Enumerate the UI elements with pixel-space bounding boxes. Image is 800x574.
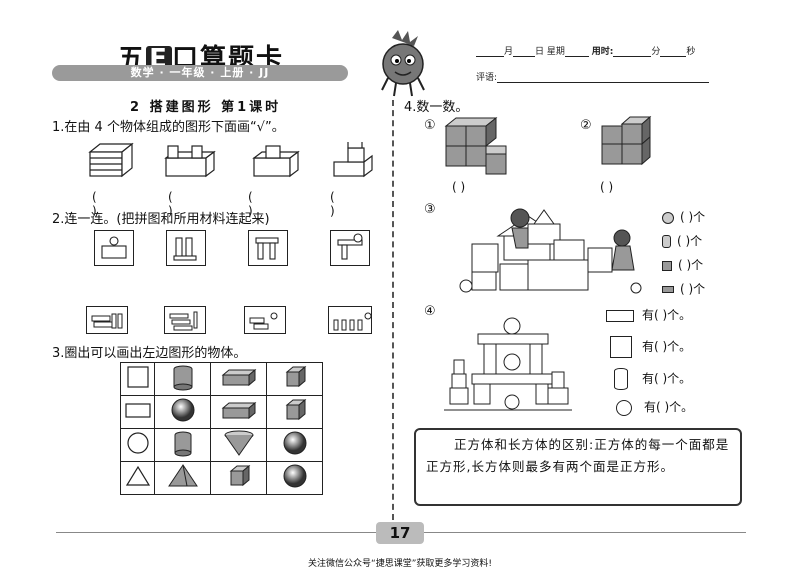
cylinder-icon[interactable] — [154, 362, 211, 396]
question-3: 3.圈出可以画出左边图形的物体。 — [52, 346, 247, 361]
cuboid-icon[interactable] — [210, 362, 267, 396]
cube-icon[interactable] — [266, 395, 323, 429]
question-4: 4.数一数。 — [404, 100, 469, 115]
page-number: 17 — [376, 522, 424, 544]
cube-icon[interactable] — [266, 362, 323, 396]
q3-row-square — [120, 362, 323, 396]
q1-answer-2[interactable]: ( ) — [168, 190, 173, 218]
q4-cube-stack-2 — [601, 115, 652, 166]
q2-puzzle-4[interactable] — [330, 230, 370, 266]
q4-count-3-cube: ( )个 — [662, 256, 703, 273]
q4-count-4-cuboid: 有( )个。 — [606, 306, 691, 323]
q2-material-shapes — [91, 311, 372, 331]
cone-icon[interactable] — [210, 428, 267, 462]
cylinder-icon — [662, 235, 671, 248]
q4-cube-stack-1 — [444, 116, 507, 175]
sphere-icon — [616, 399, 632, 416]
square-icon — [126, 366, 149, 388]
q4-count-4-cube: 有( )个。 — [610, 336, 691, 358]
q2-puzzle-3[interactable] — [248, 230, 288, 266]
comment-line: 评语: — [476, 70, 710, 83]
question-1: 1.在由 4 个物体组成的图形下面画“√”。 — [52, 120, 285, 135]
column-divider — [392, 100, 394, 520]
pyramid-icon[interactable] — [154, 461, 211, 495]
q4-count-3-cylinder: ( )个 — [662, 232, 702, 249]
q4-label-1: ① — [424, 118, 436, 133]
q3-row-circle — [120, 428, 323, 462]
tip-note-text: 正方体和长方体的区别:正方体的每一个面都是正方形,长方体则最多有两个面是正方形。 — [426, 437, 730, 474]
cuboid-icon — [606, 309, 634, 322]
cube-icon — [610, 336, 632, 358]
q4-count-3-cuboid: ( )个 — [662, 280, 705, 297]
q4-label-2: ② — [580, 118, 592, 133]
q4-answer-1[interactable]: ( ) — [452, 180, 466, 194]
q4-count-3-sphere: ( )个 — [662, 208, 705, 225]
triangle-icon — [125, 465, 150, 486]
cuboid-icon[interactable] — [210, 395, 267, 429]
q4-children-blocks-illustration — [459, 208, 642, 294]
circle-icon — [126, 432, 149, 454]
q4-count-4-cylinder: 有( )个。 — [614, 368, 691, 390]
q1-answer-1[interactable]: ( ) — [92, 190, 97, 218]
mascot-icon — [381, 30, 425, 97]
q2-puzzle-shapes — [101, 233, 363, 261]
sphere-icon[interactable] — [266, 428, 323, 462]
q3-row-triangle — [120, 461, 323, 495]
tip-note-box: 正方体和长方体的区别:正方体的每一个面都是正方形,长方体则最多有两个面是正方形。 — [414, 428, 742, 506]
q1-answer-3[interactable]: ( ) — [248, 190, 253, 218]
subtitle-bar: 数学 · 一年级 · 上册 · JJ — [52, 65, 348, 81]
sphere-icon — [662, 211, 674, 224]
cube-icon[interactable] — [210, 461, 267, 495]
q4-label-4: ④ — [424, 304, 436, 319]
sphere-icon[interactable] — [154, 395, 211, 429]
date-line: 月日 星期 用时:分秒 — [476, 44, 695, 57]
sphere-icon[interactable] — [266, 461, 323, 495]
q4-count-4-sphere: 有( )个。 — [616, 398, 693, 416]
footer-text: 关注微信公众号“捷思课堂”获取更多学习资料! — [308, 559, 492, 569]
cuboid-icon — [662, 286, 674, 293]
cylinder-icon — [614, 368, 628, 390]
q3-row-rectangle — [120, 395, 323, 429]
q1-answer-4[interactable]: ( ) — [330, 190, 335, 218]
rectangle-icon — [124, 403, 151, 418]
q1-figures — [88, 142, 373, 178]
q4-answer-2[interactable]: ( ) — [600, 180, 614, 194]
cylinder-icon[interactable] — [154, 428, 211, 462]
q4-block-tower-illustration — [444, 317, 572, 411]
cube-icon — [662, 260, 672, 271]
q4-label-3: ③ — [424, 202, 436, 217]
q3-grid — [120, 362, 323, 495]
question-2: 2.连一连。(把拼图和所用材料连起来) — [52, 212, 270, 227]
lesson-title: 2 搭建图形 第1课时 — [130, 100, 282, 115]
